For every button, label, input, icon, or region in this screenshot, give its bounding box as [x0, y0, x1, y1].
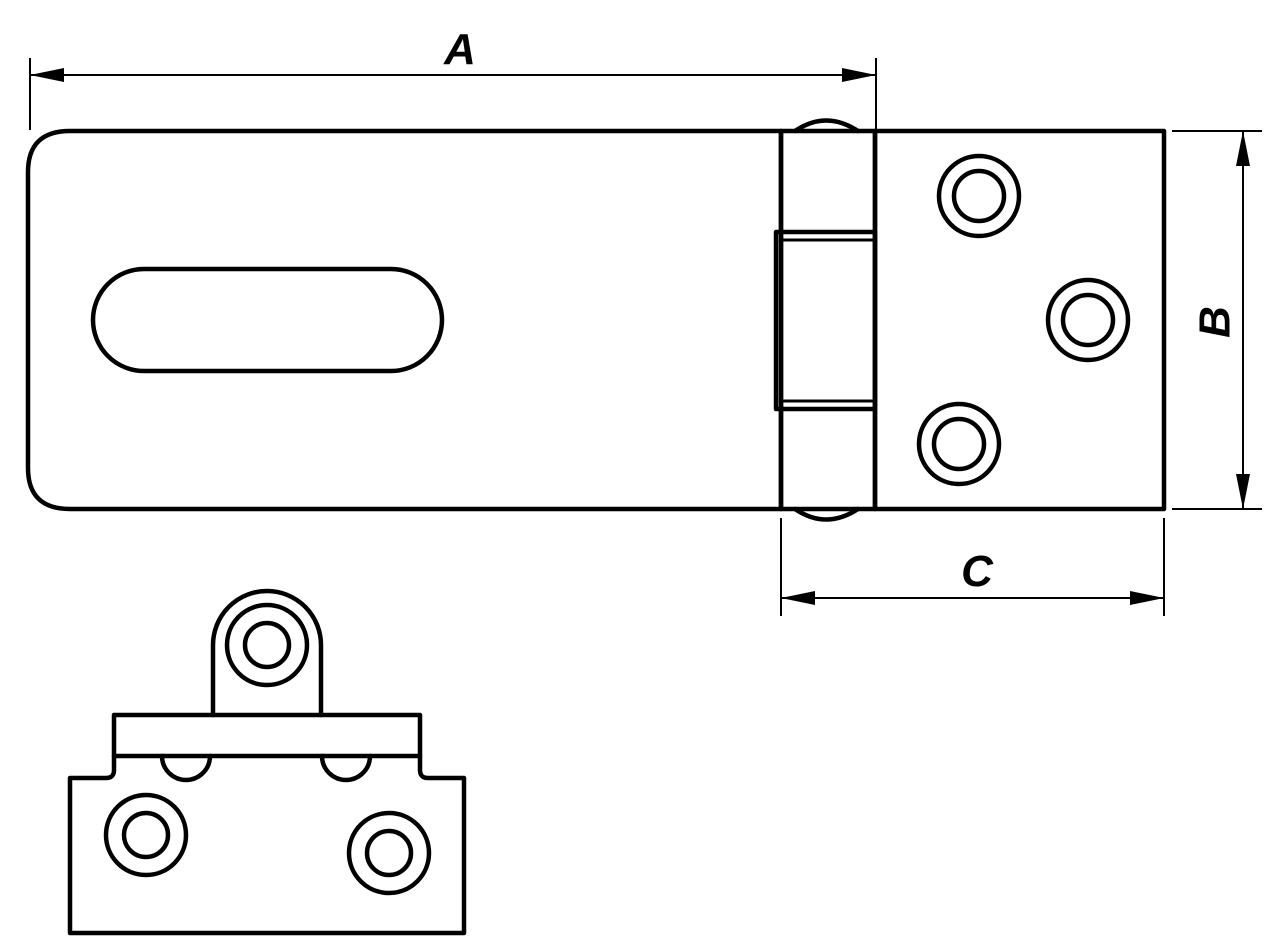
dimension-b-arrow-bottom — [1236, 474, 1250, 509]
screw-hole-middle — [1045, 277, 1131, 363]
dimension-c-arrow-left — [781, 591, 815, 605]
hinge-barrel — [778, 128, 878, 512]
staple-top-bar — [111, 712, 423, 759]
dimension-c-arrow-right — [1130, 591, 1164, 605]
staple-eye-hole — [224, 602, 310, 688]
staple-eye-tab — [210, 588, 324, 718]
dimension-c-label: C — [961, 547, 994, 596]
dimension-c: C — [780, 518, 1165, 616]
fixing-plate — [872, 128, 1167, 512]
staple-base-plate — [67, 753, 467, 936]
screw-hole-bottom — [916, 401, 1002, 487]
staple-rivet-left — [159, 753, 213, 783]
staple-screw-hole-left — [103, 792, 189, 878]
hinge-knuckle-bottom — [792, 506, 861, 522]
staple-rivet-right — [319, 753, 373, 783]
dimension-b-arrow-top — [1236, 131, 1250, 166]
dimension-a-arrow-left — [30, 68, 64, 82]
staple-view — [67, 588, 467, 936]
dimension-b-label: B — [1191, 306, 1240, 338]
hinge-knuckle-center — [773, 229, 878, 412]
dimension-a: A — [29, 25, 877, 130]
staple-screw-hole-right — [346, 810, 432, 896]
hasp-plate — [25, 128, 784, 512]
hinge-knuckle-top — [792, 118, 861, 134]
screw-hole-top — [936, 153, 1022, 239]
hasp-top-view — [25, 118, 1167, 522]
dimension-a-label: A — [443, 25, 476, 74]
dimension-b: B — [1172, 130, 1262, 510]
hasp-slot — [90, 266, 445, 374]
dimension-a-arrow-right — [842, 68, 876, 82]
